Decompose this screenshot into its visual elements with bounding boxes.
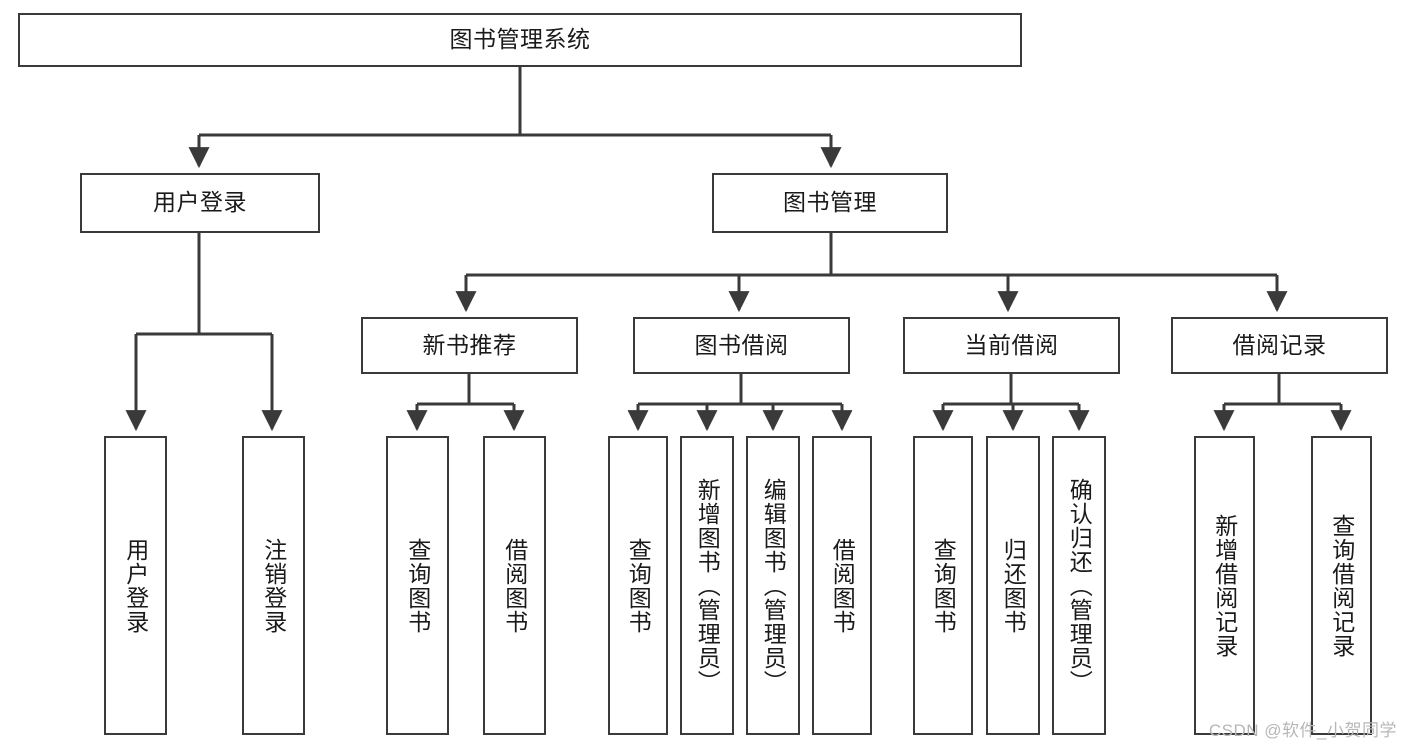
node-leaf-query-book-1-label: 查询图书 <box>404 537 431 634</box>
node-leaf-add-book[interactable]: 新增图书（管理员） <box>680 436 734 735</box>
node-new-book-recommend-label: 新书推荐 <box>422 331 517 358</box>
node-leaf-query-book-2-label: 查询图书 <box>625 537 652 634</box>
node-leaf-add-book-label: 新增图书（管理员） <box>694 477 721 694</box>
watermark-text: CSDN @软件_小贺同学 <box>1208 721 1397 740</box>
node-leaf-logout-login-label: 注销登录 <box>260 537 287 634</box>
node-user-login-label: 用户登录 <box>153 189 247 216</box>
node-book-borrow[interactable]: 图书借阅 <box>633 317 850 374</box>
node-leaf-confirm-return[interactable]: 确认归还（管理员） <box>1052 436 1106 735</box>
node-leaf-query-borrow-record[interactable]: 查询借阅记录 <box>1311 436 1372 735</box>
node-book-manage[interactable]: 图书管理 <box>712 173 948 233</box>
node-leaf-borrow-book-2-label: 借阅图书 <box>829 537 856 634</box>
node-leaf-return-book[interactable]: 归还图书 <box>986 436 1040 735</box>
node-root-label: 图书管理系统 <box>449 26 591 53</box>
node-leaf-add-borrow-record-label: 新增借阅记录 <box>1211 513 1238 658</box>
node-current-borrow[interactable]: 当前借阅 <box>903 317 1120 374</box>
node-leaf-user-login[interactable]: 用户登录 <box>104 436 167 735</box>
node-leaf-return-book-label: 归还图书 <box>1000 537 1027 634</box>
node-leaf-add-borrow-record[interactable]: 新增借阅记录 <box>1194 436 1255 735</box>
node-book-manage-label: 图书管理 <box>783 189 877 216</box>
node-leaf-logout-login[interactable]: 注销登录 <box>242 436 305 735</box>
node-leaf-query-book-3[interactable]: 查询图书 <box>913 436 973 735</box>
node-leaf-query-book-3-label: 查询图书 <box>930 537 957 634</box>
node-leaf-borrow-book-1-label: 借阅图书 <box>501 537 528 634</box>
node-leaf-confirm-return-label: 确认归还（管理员） <box>1066 477 1093 694</box>
node-leaf-edit-book-label: 编辑图书（管理员） <box>760 477 787 694</box>
node-leaf-query-borrow-record-label: 查询借阅记录 <box>1328 513 1355 658</box>
node-leaf-edit-book[interactable]: 编辑图书（管理员） <box>746 436 800 735</box>
node-user-login[interactable]: 用户登录 <box>80 173 320 233</box>
node-current-borrow-label: 当前借阅 <box>964 331 1059 358</box>
node-borrow-record-label: 借阅记录 <box>1232 331 1327 358</box>
node-leaf-borrow-book-1[interactable]: 借阅图书 <box>483 436 546 735</box>
node-book-borrow-label: 图书借阅 <box>694 331 789 358</box>
node-borrow-record[interactable]: 借阅记录 <box>1171 317 1388 374</box>
node-leaf-query-book-1[interactable]: 查询图书 <box>386 436 449 735</box>
node-new-book-recommend[interactable]: 新书推荐 <box>361 317 578 374</box>
node-leaf-borrow-book-2[interactable]: 借阅图书 <box>812 436 872 735</box>
node-root[interactable]: 图书管理系统 <box>18 13 1022 67</box>
node-leaf-query-book-2[interactable]: 查询图书 <box>608 436 668 735</box>
node-leaf-user-login-label: 用户登录 <box>122 537 149 634</box>
